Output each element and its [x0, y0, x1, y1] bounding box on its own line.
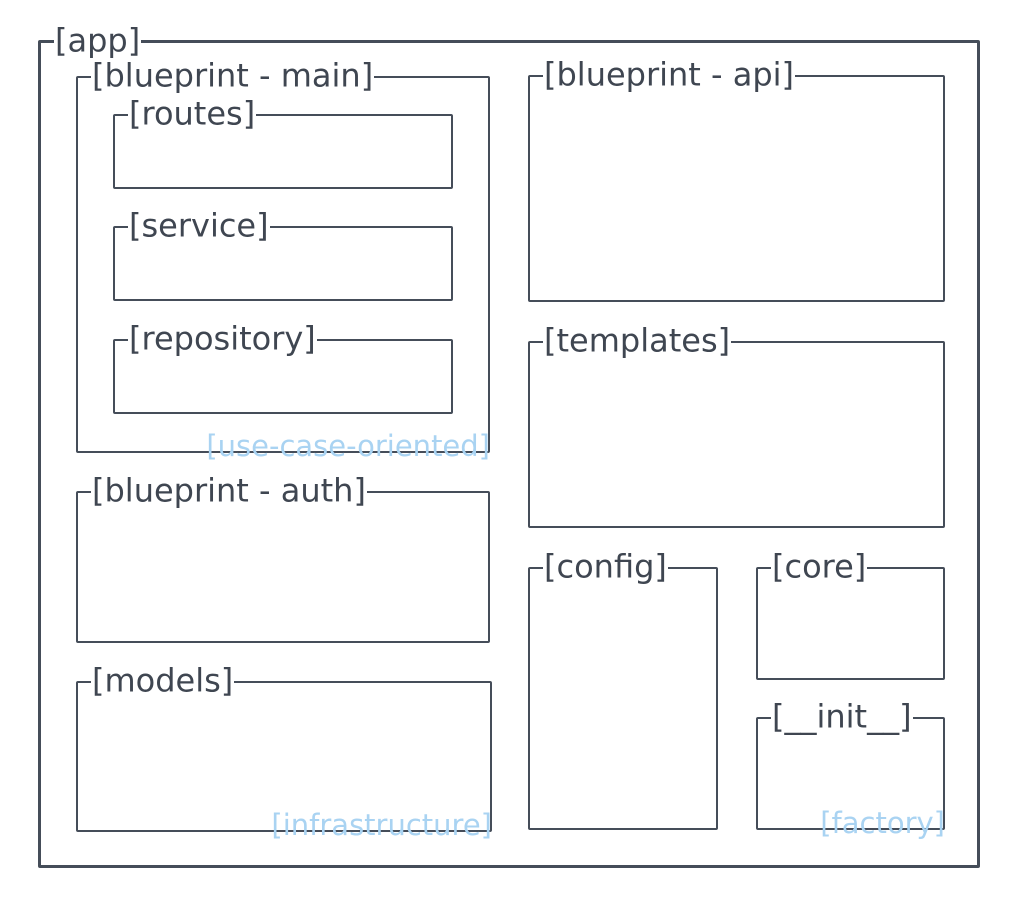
box-models: [models] [infrastructure]: [76, 663, 492, 840]
annotation-use-case-oriented: [use-case-oriented]: [206, 429, 490, 463]
box-routes-label: [routes]: [128, 94, 257, 133]
box-config: [config]: [528, 549, 718, 830]
box-blueprint-api: [blueprint - api]: [528, 57, 945, 302]
box-repository: [repository]: [113, 321, 453, 414]
box-templates-label: [templates]: [543, 321, 732, 360]
box-service: [service]: [113, 208, 453, 301]
box-blueprint-api-label: [blueprint - api]: [543, 55, 796, 94]
box-app: [app] [blueprint - main] [routes] [servi…: [38, 23, 980, 868]
box-blueprint-auth: [blueprint - auth]: [76, 473, 490, 643]
box-blueprint-auth-label: [blueprint - auth]: [91, 471, 367, 510]
box-blueprint-main: [blueprint - main] [routes] [service] [r…: [76, 58, 490, 461]
annotation-infrastructure: [infrastructure]: [271, 808, 492, 842]
box-config-label: [config]: [543, 547, 668, 586]
box-app-label: [app]: [54, 21, 142, 60]
box-templates: [templates]: [528, 323, 945, 528]
box-models-label: [models]: [91, 661, 235, 700]
box-service-label: [service]: [128, 206, 270, 245]
box-blueprint-main-label: [blueprint - main]: [91, 56, 375, 95]
box-repository-label: [repository]: [128, 319, 317, 358]
box-core-label: [core]: [771, 547, 868, 586]
annotation-factory: [factory]: [820, 806, 945, 840]
box-core: [core]: [756, 549, 945, 680]
box-init: [__init__] [factory]: [756, 699, 945, 838]
box-routes: [routes]: [113, 96, 453, 189]
box-init-label: [__init__]: [771, 697, 913, 736]
